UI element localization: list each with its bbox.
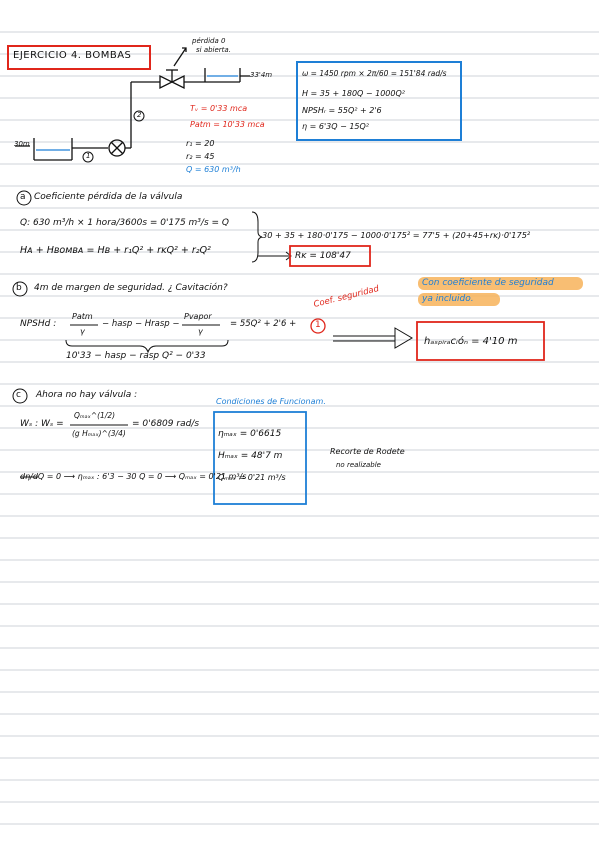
safety-included-note-1: Con coeficiente de seguridad <box>422 278 554 288</box>
ws-denominator: (g Hₘₐₓ)^(3/4) <box>72 429 126 438</box>
flow-value: Q = 630 m³/h <box>186 165 241 174</box>
data-eta: η = 6'3Q − 15Q² <box>302 122 370 131</box>
safety-included-note-2: ya incluido. <box>422 294 474 304</box>
valve-note-2: si abierta. <box>196 46 231 54</box>
part-a-energy-equation: Hᴀ + Hʙᴏᴍʙᴀ = Hʙ + r₁Q² + rᴋQ² + r₂Q² <box>20 245 211 256</box>
r1-value: r₁ = 20 <box>186 139 215 148</box>
part-a-flow-conversion: Q: 630 m³/h × 1 hora/3600s = 0'175 m³/s … <box>20 218 229 228</box>
part-c-label: c <box>16 390 21 400</box>
derivative-line: dη/dQ = 0 ⟶ ηₘₐₓ : 6'3 − 30 Q = 0 ⟶ Qₘₐₓ… <box>20 472 247 481</box>
patm-numerator: Patm <box>72 312 93 321</box>
part-a-heading: Coeficiente pérdida de la válvula <box>34 192 183 202</box>
node-2-label: 2 <box>137 111 142 119</box>
h-max: Hₘₐₓ = 48'7 m <box>218 451 283 461</box>
data-npshr: NPSHᵣ = 55Q² + 2'6 <box>302 106 382 115</box>
node-1-label: 1 <box>86 152 91 160</box>
recorte-note-2: no realizable <box>336 461 381 469</box>
part-a-label: a <box>20 192 26 202</box>
lower-level-label: 30m <box>14 140 30 148</box>
data-box <box>296 61 462 141</box>
data-omega: ω = 1450 rpm × 2π/60 = 151'84 rad/s <box>302 69 447 78</box>
r2-value: r₂ = 45 <box>186 152 215 161</box>
patm-value: Patm = 10'33 mca <box>190 120 265 129</box>
pvapor-numerator: Pvapor <box>184 312 212 321</box>
part-a-substitution: 30 + 35 + 180·0'175 − 1000·0'175² = 77'5… <box>262 230 531 240</box>
part-b-label: b <box>16 283 22 293</box>
tv-value: Tᵥ = 0'33 mca <box>190 104 248 113</box>
rk-result-box <box>289 245 371 267</box>
ws-numerator: Qₘₐₓ^(1/2) <box>74 411 116 420</box>
npshd-middle-terms: − hasp − Hrasp − <box>102 319 180 329</box>
h-asp-result-box <box>416 321 545 361</box>
ws-label: Wₛ : Wₛ = <box>20 419 64 429</box>
h-asp-result: hₐₛₚᵢᵣₐcᵢóₙ = 4'10 m <box>424 336 518 347</box>
safety-plus-one: 1 <box>315 320 321 330</box>
part-c-heading: Ahora no hay válvula : <box>36 390 138 400</box>
data-h: H = 35 + 180Q − 1000Q² <box>302 89 405 98</box>
npshd-rhs: = 55Q² + 2'6 + <box>230 319 297 329</box>
title-box <box>7 45 151 70</box>
part-a-result: Rᴋ = 108'47 <box>295 251 351 261</box>
npshd-expanded: 10'33 − hasp − rasp Q² − 0'33 <box>66 351 206 361</box>
ws-value: = 0'6809 rad/s <box>132 419 200 429</box>
conditions-box <box>213 411 307 505</box>
valve-note-1: pérdida 0 <box>192 37 226 45</box>
eta-max: ηₘₐₓ = 0'6615 <box>218 429 282 439</box>
conditions-title: Condiciones de Funcionam. <box>216 397 326 406</box>
npshd-label: NPSHd : <box>20 319 57 329</box>
q-max: Qₘₐₓ = 0'21 m³/s <box>218 473 286 482</box>
part-b-heading: 4m de margen de seguridad. ¿ Cavitación? <box>34 283 228 293</box>
upper-level-label: 33'4m <box>250 71 273 79</box>
recorte-note-1: Recorte de Rodete <box>330 447 405 456</box>
page-title: EJERCICIO 4. BOMBAS <box>13 50 132 61</box>
gamma-denominator-1: γ <box>80 327 85 336</box>
gamma-denominator-2: γ <box>198 327 203 336</box>
